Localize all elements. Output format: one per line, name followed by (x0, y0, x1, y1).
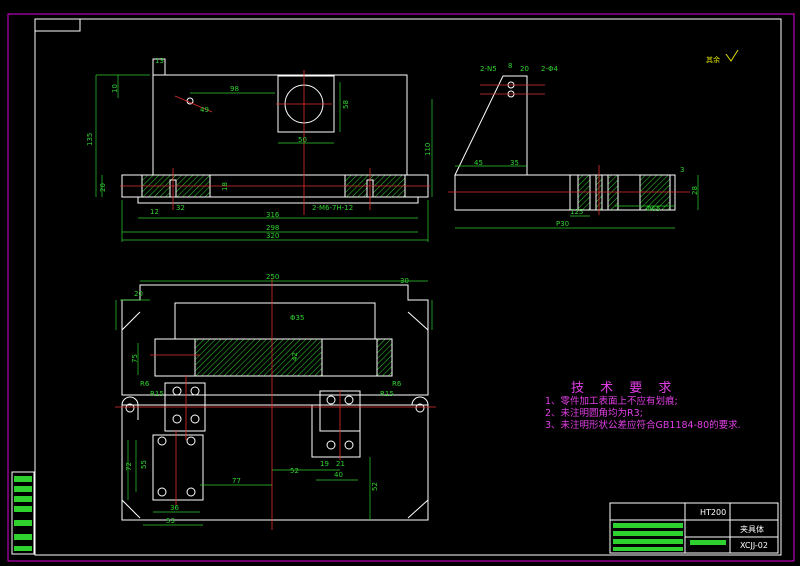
side-dim-20: 20 (520, 65, 529, 73)
front-dim-50: 50 (298, 136, 307, 144)
front-dim-10: 10 (111, 84, 119, 93)
top-view-holes (125, 386, 425, 497)
side-view-dims (455, 165, 699, 229)
top-view-centerlines (115, 278, 436, 530)
side-dim-28: 28 (691, 186, 699, 195)
title-block-material: HT200 (700, 508, 727, 517)
top-dim-55: 55 (140, 460, 148, 469)
tech-item-2: 2、未注明圆角均为R3; (545, 408, 643, 419)
front-dim-135: 135 (86, 133, 94, 146)
roughness-note: 其余 (706, 55, 720, 64)
front-dim-thread: 2-M6-7H-12 (312, 204, 353, 212)
side-dim-3: 3 (680, 166, 684, 174)
top-dim-19: 19 (320, 460, 329, 468)
outer-border (7, 13, 795, 562)
side-dim-125: 125 (570, 208, 583, 216)
top-dim-52b: 52 (371, 482, 379, 491)
title-block-part-name: 夹具体 (740, 525, 764, 534)
front-dim-32: 32 (176, 204, 185, 212)
front-dim-110: 110 (424, 143, 432, 156)
roughness-symbol (725, 49, 739, 62)
side-dim-65: Φ65 (646, 205, 660, 213)
front-dim-316: 316 (266, 211, 280, 219)
tech-item-3: 3、未注明形状公差应符合GB1184-80的要求. (545, 420, 741, 431)
tech-item-1: 1、零件加工表面上不应有划痕; (545, 396, 678, 407)
title-block (609, 502, 779, 554)
side-dim-2phi: 2-Φ4 (541, 65, 558, 73)
side-dim-8: 8 (508, 62, 512, 70)
top-dim-250: 250 (266, 273, 279, 281)
top-dim-42: 42 (291, 352, 299, 361)
top-dim-72: 72 (125, 462, 133, 471)
front-view-centerlines (120, 70, 430, 215)
title-block-drawing-code: XCJJ-02 (740, 541, 768, 550)
top-dim-52: 52 (290, 467, 299, 475)
top-dim-40: 40 (334, 471, 343, 479)
top-dim-35: Φ35 (290, 314, 304, 322)
top-view (121, 284, 429, 521)
front-dim-20: 20 (99, 183, 107, 192)
top-dim-36: 36 (170, 504, 179, 512)
technical-requirements: 技 术 要 求 1、零件加工表面上不应有划痕; 2、未注明圆角均为R3; 3、未… (545, 377, 741, 432)
top-dim-r15: R15 (150, 390, 164, 398)
front-dim-13: 13 (155, 57, 164, 65)
front-view-dims (95, 74, 433, 242)
side-dim-90: P30 (556, 220, 569, 228)
top-dim-r6: R6 (140, 380, 150, 388)
margin-strip (11, 471, 35, 555)
front-dim-320: 320 (266, 232, 279, 240)
tech-title: 技 术 要 求 (571, 381, 678, 396)
front-view (121, 58, 429, 204)
top-dim-r6b: R6 (392, 380, 402, 388)
inner-border (34, 18, 782, 556)
top-dim-r15b: R15 (380, 390, 394, 398)
side-dim-35: 35 (510, 159, 519, 167)
side-view (454, 75, 676, 211)
top-view-dims (115, 280, 433, 526)
top-dim-53: 53 (166, 517, 175, 525)
top-dim-20: 20 (134, 290, 143, 298)
front-dim-58: 58 (342, 100, 350, 109)
front-dim-98: 98 (230, 85, 239, 93)
side-view-centerlines (448, 84, 690, 215)
top-dim-75: 75 (131, 354, 139, 363)
front-dim-49: 49 (200, 106, 209, 114)
side-dim-45: 45 (474, 159, 483, 167)
top-dim-21: 21 (336, 460, 345, 468)
front-dim-298: 298 (266, 224, 279, 232)
front-dim-12: 12 (150, 208, 159, 216)
corner-tag (34, 18, 81, 32)
top-dim-30: 30 (400, 277, 409, 285)
top-dim-77: 77 (232, 477, 241, 485)
side-dim-2n5: 2-N5 (480, 65, 497, 73)
front-dim-18: 18 (221, 182, 229, 191)
